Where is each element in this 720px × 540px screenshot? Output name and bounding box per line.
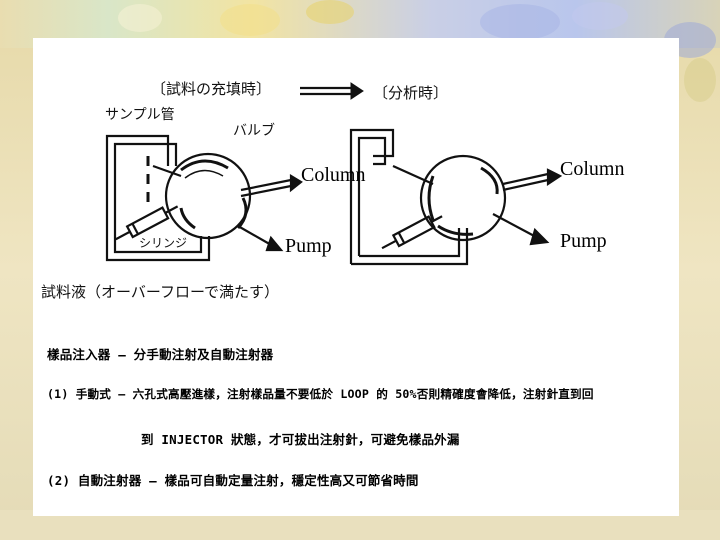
column-label-left: Column [301, 164, 365, 187]
text-line-2: (1) 手動式 – 六孔式高壓進樣，注射樣品量不要低於 LOOP 的 50%否則… [47, 386, 594, 402]
diagram-caption: 試料液（オーバーフローで満たす） [41, 281, 279, 302]
text-line-3: 到 INJECTOR 狀態，才可拔出注射針，可避免樣品外漏 [141, 429, 460, 448]
pump-label-right: Pump [560, 230, 607, 253]
text-line-4: (2) 自動注射器 – 樣品可自動定量注射，穩定性高又可節省時間 [47, 470, 419, 489]
pump-label-left: Pump [285, 235, 332, 258]
column-label-right: Column [560, 158, 624, 181]
text-line-1: 樣品注入器 – 分手動注射及自動注射器 [47, 344, 273, 363]
analysis-state-heading: 〔分析時〕 [373, 82, 448, 103]
slide-content: 〔試料の充填時〕 〔分析時〕 サンプル管 バルブ シリンジ Column Pum… [33, 38, 679, 516]
valve-label: バルブ [233, 120, 275, 140]
sample-loop-label: サンプル管 [105, 104, 175, 124]
fill-state-heading: 〔試料の充填時〕 [151, 78, 271, 99]
syringe-label: シリンジ [139, 234, 187, 251]
